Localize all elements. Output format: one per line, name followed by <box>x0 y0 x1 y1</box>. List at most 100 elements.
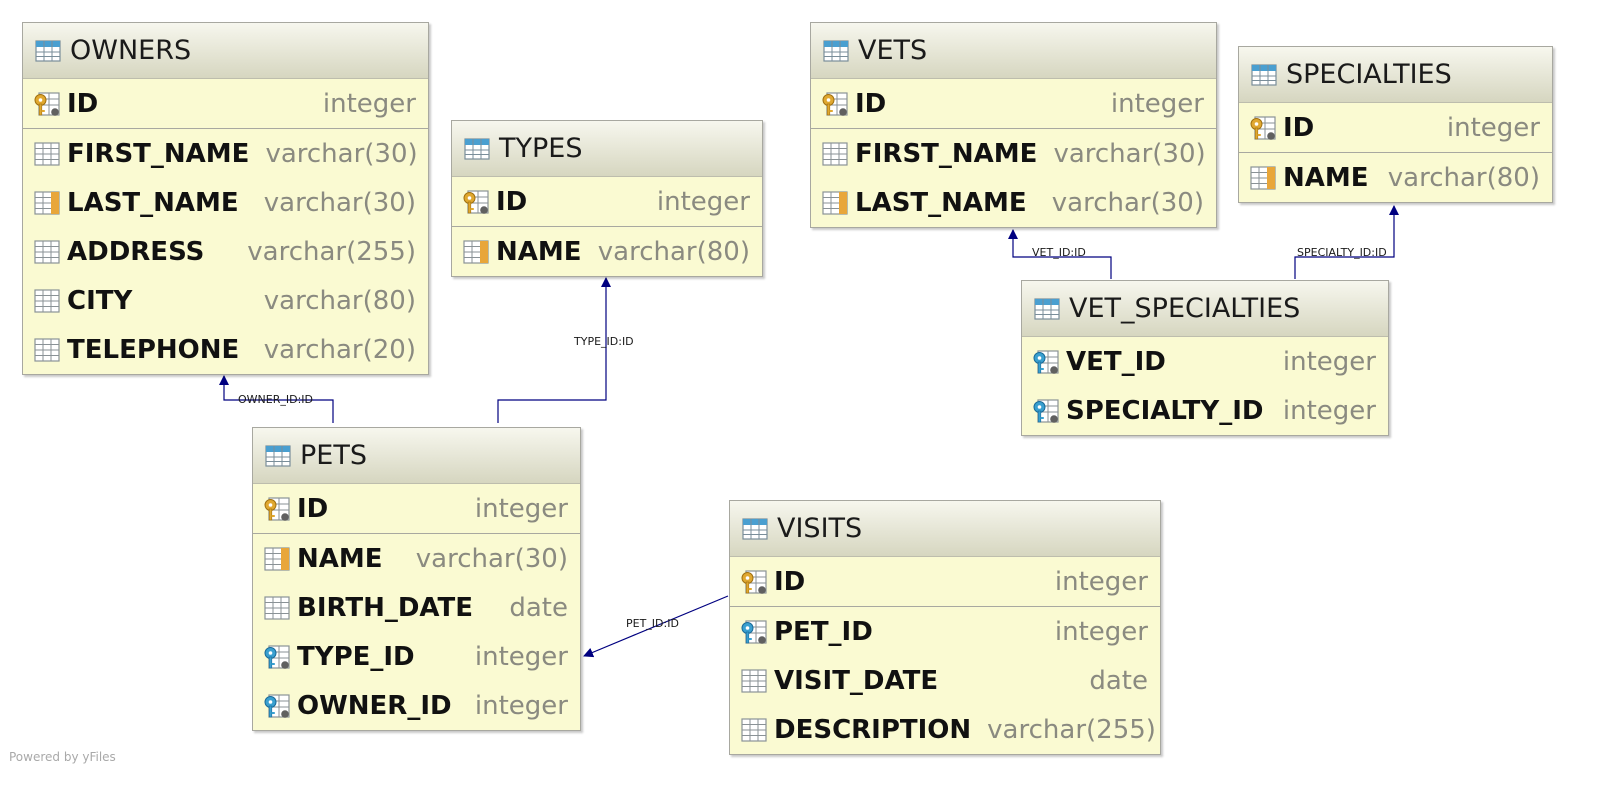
column-type: integer <box>1446 112 1540 143</box>
table-icon <box>1250 61 1278 89</box>
column-type: varchar(80) <box>263 285 416 316</box>
column-name: ID <box>67 88 99 119</box>
edge-label-type-id: TYPE_ID:ID <box>573 335 634 348</box>
column-icon <box>33 238 61 266</box>
table-header[interactable]: VET_SPECIALTIES <box>1022 281 1388 337</box>
indexed-column-icon <box>33 189 61 217</box>
column-type: integer <box>1054 566 1148 597</box>
edge-label-pet-id: PET_ID:ID <box>626 617 679 630</box>
foreign-key-column-icon <box>263 643 291 671</box>
column-name: TYPE_ID <box>297 641 415 672</box>
edge-specialty-id[interactable]: SPECIALTY_ID:ID <box>1294 205 1399 279</box>
column-row-id[interactable]: ID integer <box>253 484 580 534</box>
edge-pet-id[interactable]: PET_ID:ID <box>583 595 729 658</box>
column-name: NAME <box>297 543 383 574</box>
column-name: LAST_NAME <box>855 187 1027 218</box>
column-row-last-name[interactable]: LAST_NAME varchar(30) <box>811 178 1216 227</box>
column-name: TELEPHONE <box>67 334 240 365</box>
table-header[interactable]: SPECIALTIES <box>1239 47 1552 103</box>
table-icon <box>741 515 769 543</box>
column-type: integer <box>474 690 568 721</box>
column-name: ID <box>496 186 528 217</box>
column-name: NAME <box>496 236 582 267</box>
column-row-name[interactable]: NAME varchar(30) <box>253 534 580 583</box>
column-row-id[interactable]: ID integer <box>730 557 1160 607</box>
column-name: LAST_NAME <box>67 187 239 218</box>
column-name: FIRST_NAME <box>855 138 1038 169</box>
column-name: VET_ID <box>1066 346 1166 377</box>
primary-key-column-icon <box>821 90 849 118</box>
column-type: varchar(30) <box>1051 187 1204 218</box>
indexed-column-icon <box>263 545 291 573</box>
column-type: date <box>1089 665 1148 696</box>
column-name: PET_ID <box>774 616 873 647</box>
foreign-key-column-icon <box>263 692 291 720</box>
primary-key-column-icon <box>740 568 768 596</box>
edge-vet-id[interactable]: VET_ID:ID <box>1008 229 1112 279</box>
column-name: NAME <box>1283 162 1369 193</box>
table-header[interactable]: VETS <box>811 23 1216 79</box>
column-icon <box>740 716 768 744</box>
column-name: ID <box>1283 112 1315 143</box>
edge-label-specialty-id: SPECIALTY_ID:ID <box>1297 246 1387 259</box>
column-type: integer <box>1110 88 1204 119</box>
primary-key-column-icon <box>263 495 291 523</box>
column-icon <box>33 140 61 168</box>
column-type: integer <box>474 493 568 524</box>
foreign-key-column-icon <box>740 618 768 646</box>
foreign-key-column-icon <box>1032 348 1060 376</box>
table-header[interactable]: TYPES <box>452 121 762 177</box>
edge-type-id[interactable]: TYPE_ID:ID <box>497 277 634 423</box>
column-type: integer <box>1282 395 1376 426</box>
column-icon <box>263 594 291 622</box>
column-row-id[interactable]: ID integer <box>23 79 428 129</box>
column-type: varchar(20) <box>263 334 416 365</box>
column-type: integer <box>656 186 750 217</box>
table-header[interactable]: PETS <box>253 428 580 484</box>
column-name: DESCRIPTION <box>774 714 972 745</box>
column-type: varchar(80) <box>1387 162 1540 193</box>
column-type: date <box>509 592 568 623</box>
column-type: integer <box>322 88 416 119</box>
column-name: ADDRESS <box>67 236 205 267</box>
edge-label-vet-id: VET_ID:ID <box>1032 246 1086 259</box>
column-row-telephone[interactable]: TELEPHONE varchar(20) <box>23 325 428 374</box>
column-row-id[interactable]: ID integer <box>1239 103 1552 153</box>
column-name: FIRST_NAME <box>67 138 250 169</box>
table-icon <box>1033 295 1061 323</box>
column-name: ID <box>297 493 329 524</box>
column-row-name[interactable]: NAME varchar(80) <box>1239 153 1552 202</box>
column-row-id[interactable]: ID integer <box>452 177 762 227</box>
edge-label-owner-id: OWNER_ID:ID <box>238 393 313 406</box>
column-name: ID <box>774 566 806 597</box>
column-type: varchar(30) <box>415 543 568 574</box>
column-type: varchar(30) <box>263 187 416 218</box>
table-header[interactable]: OWNERS <box>23 23 428 79</box>
column-row-last-name[interactable]: LAST_NAME varchar(30) <box>23 178 428 227</box>
column-icon <box>33 336 61 364</box>
primary-key-column-icon <box>1249 114 1277 142</box>
edge-owner-id[interactable]: OWNER_ID:ID <box>219 375 334 423</box>
table-header[interactable]: VISITS <box>730 501 1160 557</box>
